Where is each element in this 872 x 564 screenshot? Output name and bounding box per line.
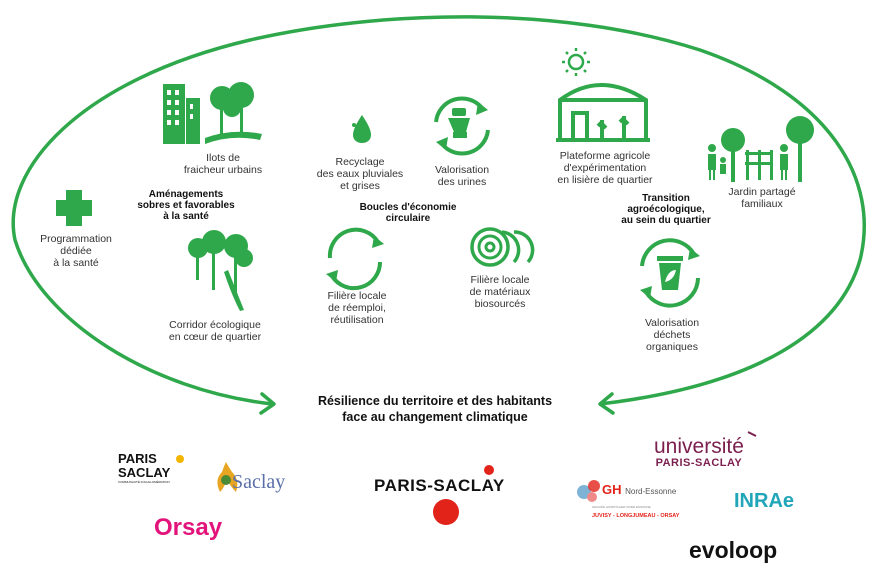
health-cross-icon xyxy=(56,190,92,226)
main-logo-big-dot xyxy=(433,499,459,525)
garden-family-icon xyxy=(708,116,814,182)
label-filiere-reemploi: Filière locale de réemploi, réutilisatio… xyxy=(327,290,387,326)
logo-inrae: INRAe xyxy=(734,490,795,512)
logo-universite-paris-saclay-word: PARIS-SACLAY xyxy=(655,457,743,469)
logo-gh-subtitle: GROUPE HOSPITALIER NORD ESSONNE xyxy=(592,505,651,509)
logo-paris-saclay-agglo: PARIS SACLAY COMMUNAUTÉ D'AGGLOMÉRATION xyxy=(118,451,171,485)
logo-gh-cities: JUVISY - LONGJUMEAU - ORSAY xyxy=(592,513,680,519)
logo-paris-saclay-main: PARIS-SACLAY xyxy=(374,476,505,495)
theme-transition-agroecologique: Transition agroécologique, au sein du qu… xyxy=(621,193,711,226)
theme-amenagements: Aménagements sobres et favorables à la s… xyxy=(137,189,235,222)
compost-bin-icon xyxy=(640,238,700,308)
arrow-right-icon xyxy=(598,392,615,415)
label-filiere-materiaux: Filière locale de matériaux biosourcés xyxy=(469,274,531,310)
logo-universite-paris-saclay: université PARIS-SACLAY xyxy=(654,436,744,469)
cycle-ellipse xyxy=(11,15,866,406)
logo-gh-nord-essonne: GH Nord-Essonne xyxy=(602,482,676,497)
logo-gh-region: Nord-Essonne xyxy=(625,487,677,496)
main-logo-small-dot xyxy=(484,465,494,475)
reuse-cycle-icon xyxy=(327,227,383,291)
sun-icon xyxy=(562,48,590,76)
label-ilots-fraicheur: Ilots de fraicheur urbains xyxy=(183,152,263,176)
label-recyclage-eaux: Recyclage des eaux pluviales et grises xyxy=(316,156,404,192)
city-trees-icon xyxy=(163,82,262,144)
label-jardin-partage: Jardin partagé familiaux xyxy=(728,186,796,210)
logo-paris-saclay-agglo-line1: PARIS xyxy=(118,451,157,466)
label-valorisation-dechets: Valorisation déchets organiques xyxy=(644,317,700,353)
paris-saclay-dot-icon xyxy=(176,455,184,463)
toilet-recycle-icon xyxy=(434,96,490,156)
logo-gh-text: GH xyxy=(602,482,622,497)
logo-evoloop: evoloop xyxy=(689,537,778,563)
universite-accent-icon xyxy=(747,431,757,437)
logo-paris-saclay-agglo-line2: SACLAY xyxy=(118,465,171,480)
theme-economie-circulaire: Boucles d'économie circulaire xyxy=(359,202,457,224)
conclusion-title: Résilience du territoire et des habitant… xyxy=(317,394,553,424)
logo-universite-word: université xyxy=(654,435,744,458)
biosourced-materials-icon xyxy=(470,227,535,267)
water-drop-icon xyxy=(353,115,371,143)
arrow-left-icon xyxy=(259,392,276,415)
gh-logo-icon xyxy=(577,480,600,502)
logo-saclay: Saclay xyxy=(232,471,286,493)
label-plateforme-agricole: Plateforme agricole d'expérimentation en… xyxy=(557,150,653,186)
label-corridor-ecologique: Corridor écologique en cœur de quartier xyxy=(168,319,262,343)
logo-paris-saclay-agglo-sub: COMMUNAUTÉ D'AGGLOMÉRATION xyxy=(118,480,170,484)
greenhouse-icon xyxy=(556,83,650,142)
logo-orsay: Orsay xyxy=(154,514,223,541)
label-programmation-sante: Programmation dédiée à la santé xyxy=(40,233,112,269)
tree-corridor-icon xyxy=(188,230,253,311)
label-valorisation-urines: Valorisation des urines xyxy=(434,164,490,188)
